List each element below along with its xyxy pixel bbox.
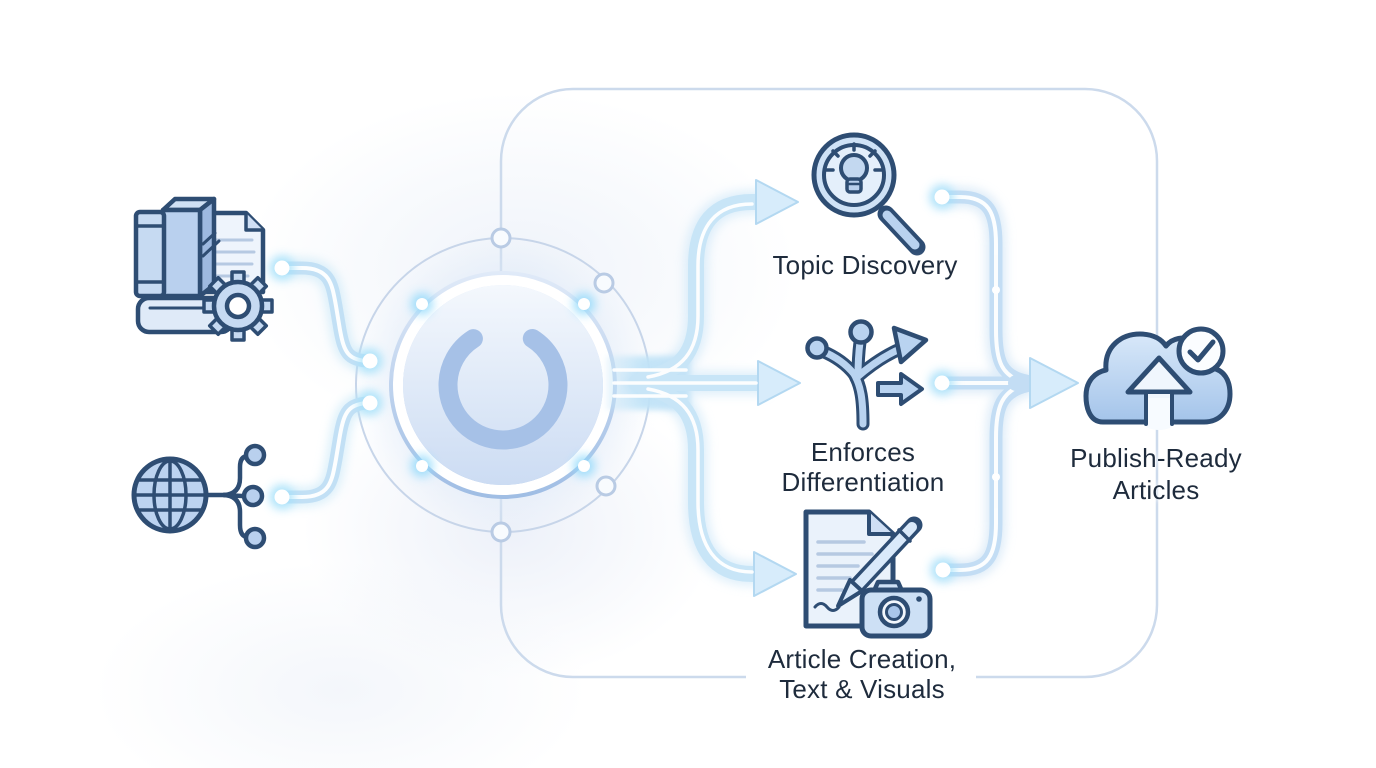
power-button-icon	[351, 227, 655, 543]
input-connector-books	[272, 258, 380, 371]
stage-label-topic-discovery: Topic Discovery	[772, 250, 958, 280]
output-label-publish-ready: Publish-Ready Articles	[1070, 443, 1242, 505]
upload-arrow-icon	[1125, 355, 1193, 430]
connector-start-dots	[930, 185, 1000, 582]
connector-endpoint-dots	[270, 256, 382, 509]
gear-icon	[202, 270, 274, 342]
branching-arrows-icon	[805, 319, 929, 431]
input-connector-globe	[272, 393, 380, 507]
lightbulb-icon	[824, 142, 884, 194]
camera-icon	[859, 579, 933, 639]
converging-connectors	[930, 185, 1079, 582]
check-badge-icon	[1176, 326, 1226, 376]
hub-glow-dots	[411, 293, 595, 477]
stage-label-article-creation: Article Creation, Text & Visuals	[767, 644, 957, 704]
magnifier-lightbulb-icon	[811, 132, 926, 256]
orbit-nodes	[490, 227, 617, 543]
power-arc	[438, 320, 568, 450]
stage-label-enforces-differentiation: Enforces Differentiation	[781, 437, 945, 497]
globe-network-icon	[131, 443, 267, 550]
books-document-gear-icon	[133, 196, 274, 342]
cloud-upload-check-icon	[1083, 326, 1233, 430]
document-pen-camera-icon	[803, 509, 933, 639]
output-arrows	[612, 179, 801, 597]
pen-icon	[836, 516, 923, 608]
